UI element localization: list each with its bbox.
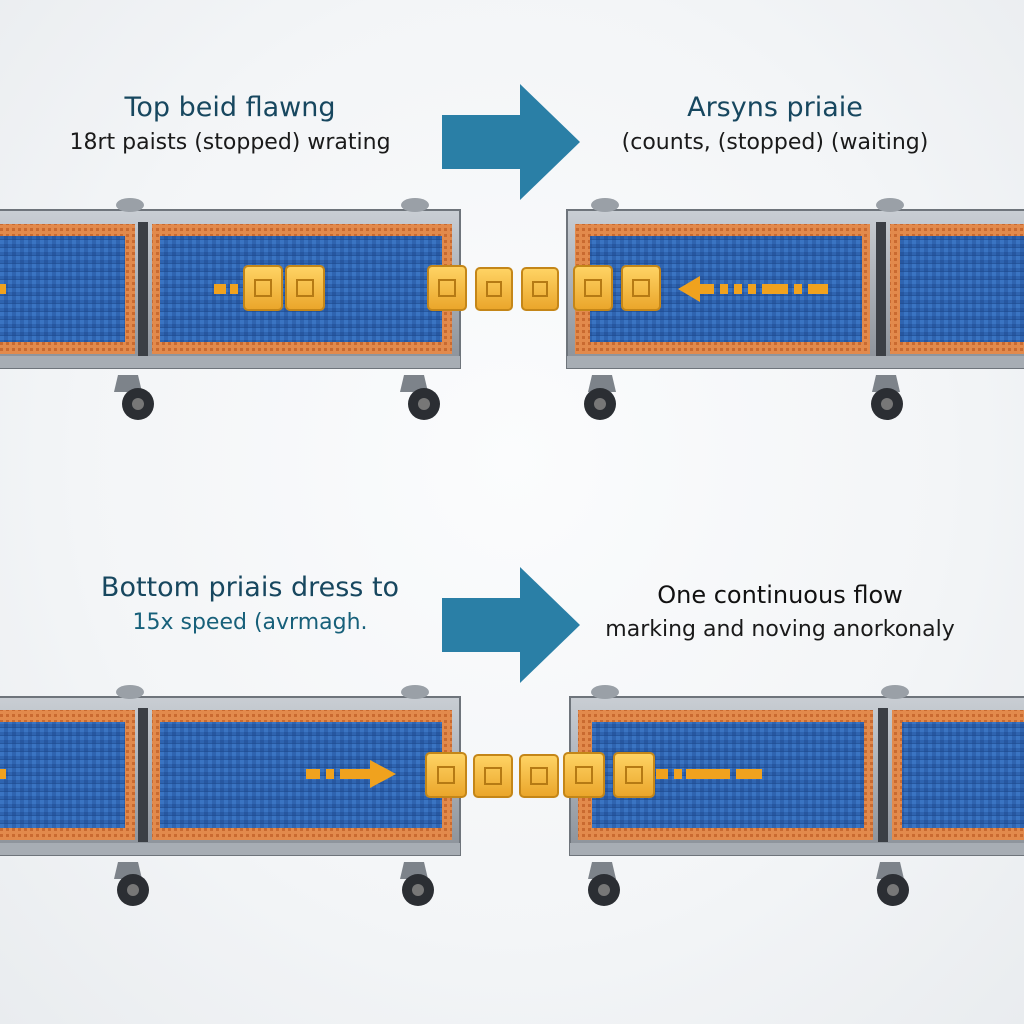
top-transition-arrow-icon (442, 84, 580, 200)
package-box (621, 265, 661, 311)
top-boxes (243, 265, 661, 311)
top-right-caption: Arsyns priaie (counts, (stopped) (waitin… (590, 90, 960, 160)
bottom-left-caption: Bottom priais dress to 15x speed (avrmag… (60, 570, 440, 640)
package-box (243, 265, 283, 311)
top-left-caption: Top beid flawng 18rt paists (stopped) wr… (40, 90, 420, 160)
bottom-transition-arrow-icon (442, 567, 580, 683)
package-box (427, 265, 467, 311)
bottom-boxes (425, 752, 655, 798)
package-box (519, 754, 559, 798)
package-box (613, 752, 655, 798)
bottom-right-subtitle: marking and noving anorkonaly (605, 617, 955, 642)
bottom-left-title: Bottom priais dress to (100, 572, 400, 603)
package-box (473, 754, 513, 798)
top-left-title: Top beid flawng (124, 92, 336, 123)
top-left-subtitle: 18rt paists (stopped) wrating (69, 130, 391, 155)
bottom-left-subtitle: 15x speed (avrmagh. (132, 610, 368, 635)
package-box (425, 752, 467, 798)
top-right-title: Arsyns priaie (687, 92, 863, 123)
package-box (573, 265, 613, 311)
bottom-right-caption: One continuous flow marking and noving a… (580, 577, 980, 647)
bottom-left-flow-arrow-icon (370, 760, 396, 788)
top-right-subtitle: (counts, (stopped) (waiting) (621, 130, 929, 155)
package-box (563, 752, 605, 798)
package-box (521, 267, 559, 311)
top-left-conveyor (0, 198, 461, 420)
bottom-left-conveyor (0, 685, 461, 906)
top-right-flow-arrow-icon (678, 276, 700, 302)
package-box (285, 265, 325, 311)
package-box (475, 267, 513, 311)
bottom-right-title: One continuous flow (657, 581, 903, 609)
